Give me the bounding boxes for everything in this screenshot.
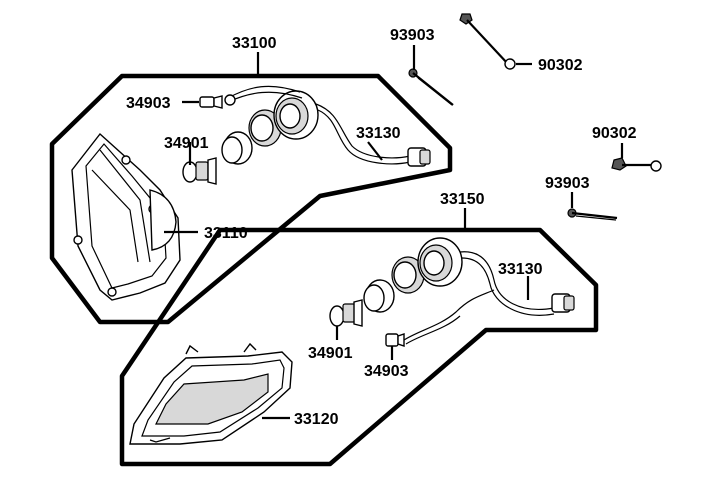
label-33130-lower: 33130 <box>498 261 543 278</box>
label-34901-lower: 34901 <box>308 345 353 362</box>
lower-headlamp-lens <box>129 342 293 445</box>
upper-harness <box>224 85 431 167</box>
upper-headlamp-housing <box>71 132 181 301</box>
label-33150: 33150 <box>440 191 485 208</box>
screw-right <box>567 192 618 221</box>
bolt-right <box>611 143 662 172</box>
upper-assembly-frame <box>49 73 453 325</box>
label-33100: 33100 <box>232 35 277 52</box>
label-33120: 33120 <box>294 411 339 428</box>
label-33110: 33110 <box>204 225 248 242</box>
label-34901-upper: 34901 <box>164 135 209 152</box>
lower-socket-rings <box>363 237 463 313</box>
lower-assembly-frame <box>119 227 599 467</box>
label-93903-right: 93903 <box>545 175 590 192</box>
label-33130-upper: 33130 <box>356 125 401 142</box>
lower-main-bulb <box>329 299 363 340</box>
label-90302-upper: 90302 <box>538 57 583 74</box>
upper-socket-rings <box>221 90 319 165</box>
screw-upper <box>408 45 454 106</box>
label-34903-upper: 34903 <box>126 95 171 112</box>
lower-harness <box>403 251 575 345</box>
upper-main-bulb <box>182 157 217 185</box>
label-90302-right: 90302 <box>592 125 637 142</box>
upper-small-bulb <box>182 95 223 109</box>
lower-small-bulb <box>385 333 405 360</box>
bolt-upper <box>459 13 532 70</box>
label-34903-lower: 34903 <box>364 363 409 380</box>
label-93903-upper: 93903 <box>390 27 435 44</box>
